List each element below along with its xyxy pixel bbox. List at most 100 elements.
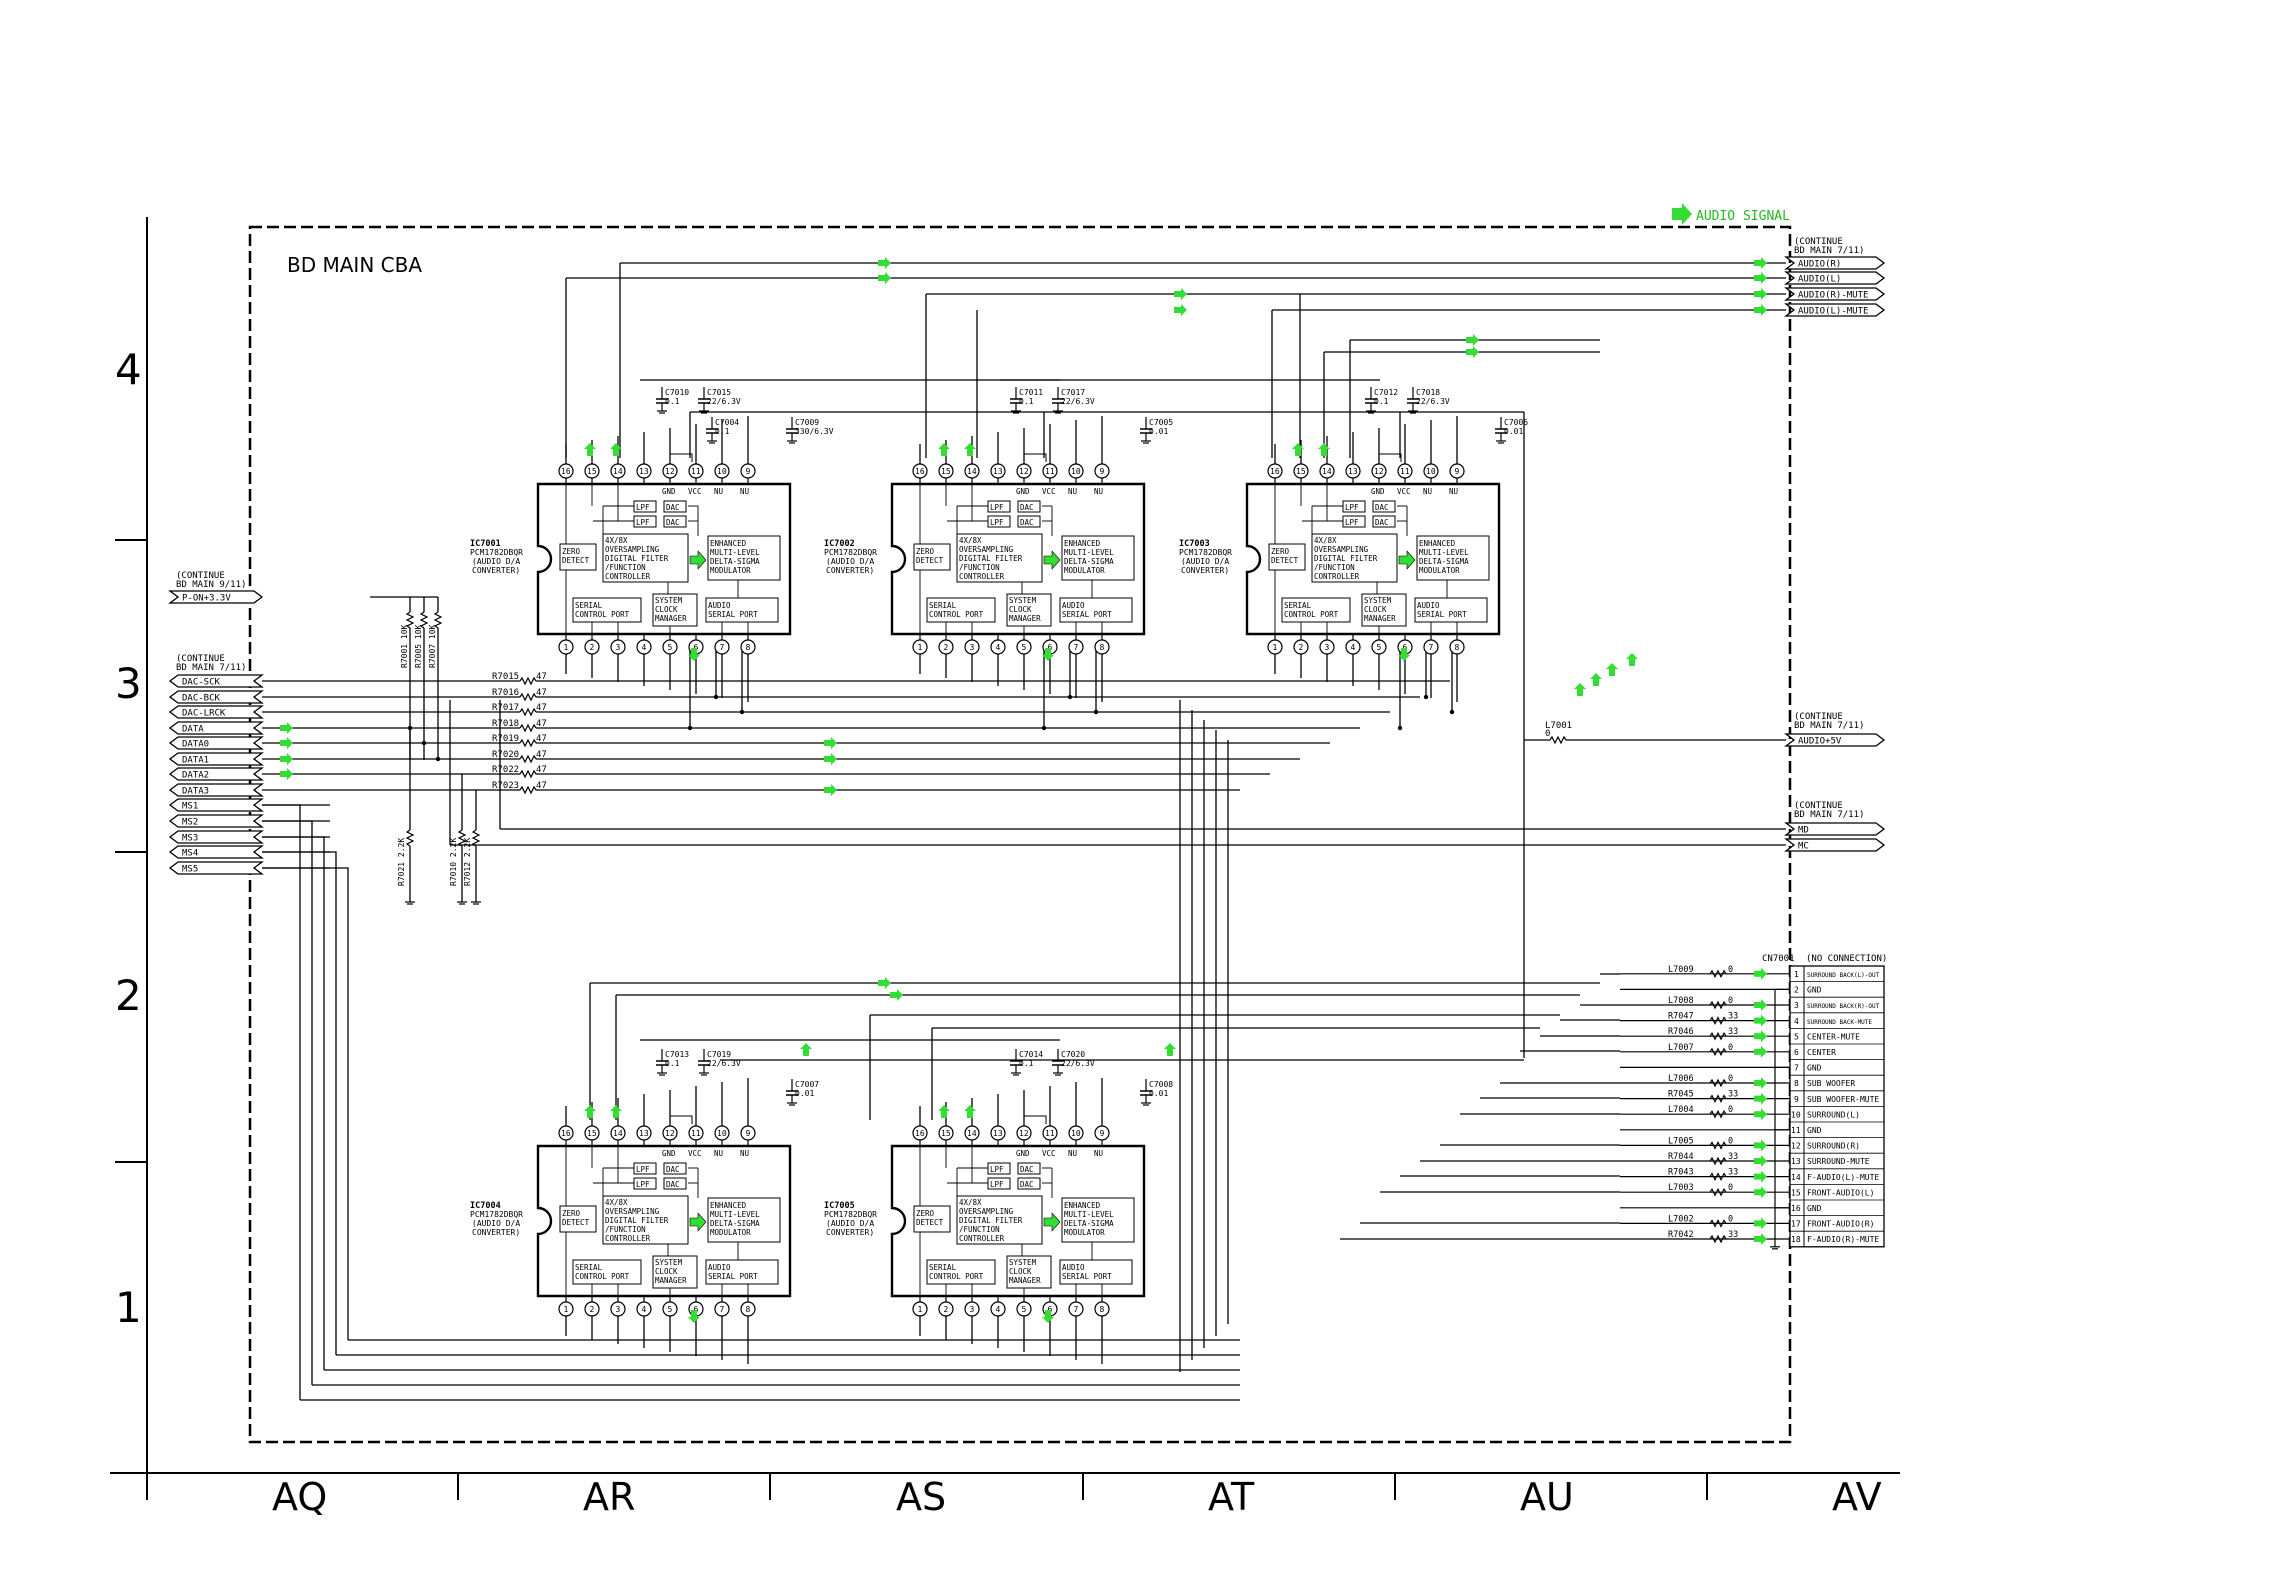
arrow-shape	[610, 1105, 622, 1118]
connector-pin-number: 4	[1794, 1017, 1799, 1026]
block-text: SERIAL PORT	[708, 1272, 758, 1281]
pin-name: NU	[1094, 487, 1103, 496]
pin-number: 3	[970, 1305, 975, 1314]
connector-pin-label: SURROUND(R)	[1807, 1142, 1860, 1151]
pin-number: 1	[1273, 643, 1278, 652]
pin-number: 12	[1374, 467, 1384, 476]
pulldown-label: R7012 2.2K	[463, 838, 472, 886]
pin-circle	[740, 1301, 756, 1317]
clock-block	[1361, 593, 1407, 627]
pin-number: 3	[970, 643, 975, 652]
dac-label: DAC	[1020, 1165, 1034, 1174]
block-text: SERIAL	[575, 1263, 603, 1272]
resistor-symbol	[1709, 1109, 1727, 1119]
block-text: MULTI-LEVEL	[1064, 1210, 1114, 1219]
cap-value: 0.1	[665, 397, 680, 406]
arrow-shape	[1754, 1077, 1767, 1089]
pin-circle	[990, 639, 1006, 655]
audio-signal-arrow-icon	[1672, 203, 1692, 225]
filter-block	[602, 1195, 689, 1245]
pin-circle	[584, 1125, 600, 1141]
connector-part-value: 0	[1728, 1136, 1733, 1146]
connector-part-ref: L7008	[1668, 996, 1694, 1006]
block-text: SERIAL	[1284, 601, 1312, 610]
audio-serial-block	[705, 597, 779, 623]
ground-strap	[1023, 1115, 1047, 1126]
pin-number: 1	[918, 1305, 923, 1314]
resistor-symbol	[1549, 735, 1567, 745]
audio-signal-arrow-icon	[610, 443, 622, 456]
pin-number: 10	[717, 1129, 727, 1138]
pin-number: 13	[1348, 467, 1358, 476]
cap-ref: C7020	[1061, 1050, 1085, 1059]
block-text: CLOCK	[1364, 605, 1387, 614]
modulator-block	[1061, 1197, 1135, 1243]
audio-signal-arrow-icon	[1754, 257, 1767, 269]
signal-arrow-icon	[1398, 550, 1416, 570]
pin-circle	[964, 1301, 980, 1317]
pin-name: GND	[1016, 487, 1030, 496]
block-text: CLOCK	[1009, 605, 1032, 614]
audio-port	[1784, 256, 1886, 270]
port-label: DAC-SCK	[182, 678, 221, 688]
pin-number: 4	[996, 1305, 1001, 1314]
serial-control-block	[572, 597, 642, 623]
audio-signal-arrow-icon	[1754, 1139, 1767, 1152]
port-label: DAC-BCK	[182, 694, 221, 704]
lpf-label: LPF	[1345, 518, 1359, 527]
pin-name: NU	[1068, 1149, 1077, 1158]
arrow-shape	[1754, 304, 1767, 316]
pulldown-label: R7021 2.2K	[397, 838, 406, 886]
zero-detect-block	[1268, 543, 1306, 571]
pin-circle	[1345, 639, 1361, 655]
arrow-shape	[1754, 1170, 1767, 1183]
pin-number: 3	[1325, 643, 1330, 652]
pin-name: VCC	[688, 487, 702, 496]
inductor-value: 0	[1545, 729, 1550, 739]
block-text: /FUNCTION	[1314, 563, 1355, 572]
pin-number: 1	[564, 643, 569, 652]
block-text: ZERO	[1271, 547, 1290, 556]
pin-circle	[714, 639, 730, 655]
resistor-symbol	[1709, 969, 1727, 979]
lpf-label: LPF	[990, 518, 1004, 527]
cap-ref: C7010	[665, 388, 689, 397]
pin-number: 16	[561, 1129, 571, 1138]
dac-label: DAC	[666, 1180, 680, 1189]
resistor-symbol	[519, 707, 537, 717]
resistor-value: 47	[536, 734, 547, 744]
block-text: CLOCK	[655, 1267, 678, 1276]
arrow-shape	[964, 443, 976, 456]
lpf-block	[987, 500, 1011, 513]
block-text: DELTA-SIGMA	[1064, 557, 1114, 566]
resistor-symbol	[1709, 1141, 1727, 1150]
audio-signal-arrow-icon	[890, 989, 903, 1001]
pin-circle	[990, 1301, 1006, 1317]
block-text: DETECT	[562, 1218, 590, 1227]
pin-circle	[1016, 639, 1032, 655]
clock-block	[1006, 1255, 1052, 1289]
resistor-symbol	[1709, 1016, 1727, 1025]
audio-serial-block	[705, 1259, 779, 1285]
connector-pin-number: 11	[1791, 1126, 1801, 1135]
block-text: /FUNCTION	[605, 1225, 646, 1234]
block-text: DIGITAL FILTER	[605, 554, 669, 563]
column-label: AS	[896, 1475, 946, 1519]
continue-note: BD MAIN 7/11)	[1794, 721, 1864, 731]
modulator-block	[1416, 535, 1490, 581]
filter-block	[956, 533, 1043, 583]
pin-number: 14	[613, 1129, 623, 1138]
pin-circle	[558, 463, 574, 479]
arrow-shape	[1754, 967, 1767, 980]
block-text: MULTI-LEVEL	[1419, 548, 1469, 557]
pin-number: 13	[993, 1129, 1003, 1138]
connector-pin-number: 15	[1791, 1188, 1801, 1197]
pin-circle	[1267, 463, 1283, 479]
legend-label: AUDIO SIGNAL	[1696, 209, 1790, 224]
audio-signal-arrow-icon	[1466, 346, 1479, 358]
cap-ref: C7011	[1019, 388, 1043, 397]
arrow-shape	[878, 257, 891, 269]
signal-arrow-icon	[689, 1212, 707, 1232]
connector-pin-label: SURROUND BACK-MUTE	[1807, 1019, 1872, 1026]
